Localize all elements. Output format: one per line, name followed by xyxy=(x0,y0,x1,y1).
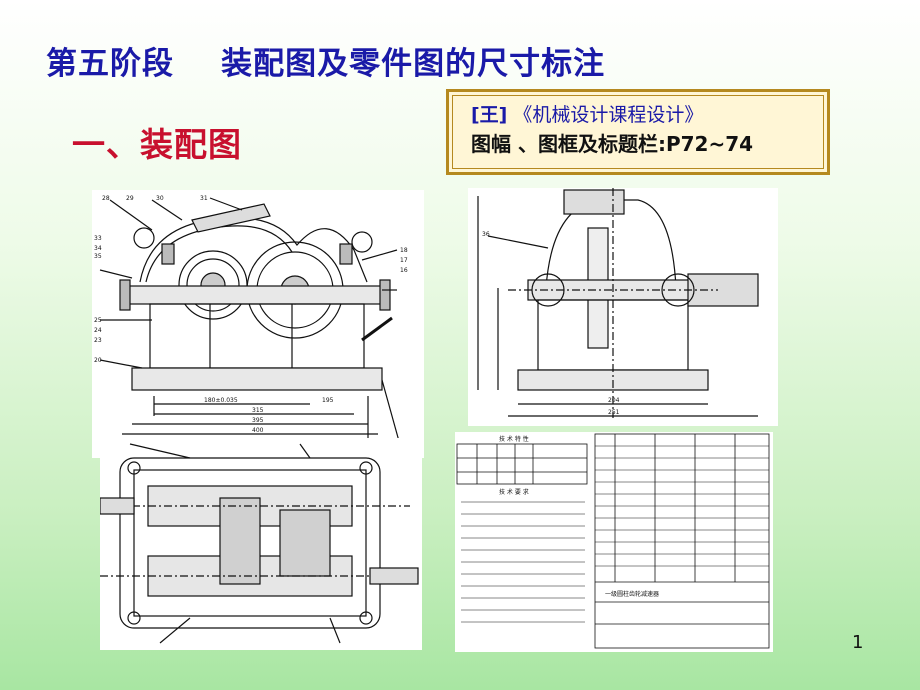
page-number: 1 xyxy=(852,632,864,653)
dim-395: 395 xyxy=(252,417,264,424)
reference-book: 《机械设计课程设计》 xyxy=(513,104,704,126)
svg-text:29: 29 xyxy=(126,195,134,202)
dim-204: 204 xyxy=(608,397,620,404)
svg-text:24: 24 xyxy=(94,327,102,334)
reference-pages: 图幅 、图框及标题栏:P72~74 xyxy=(471,132,754,156)
svg-text:18: 18 xyxy=(400,247,408,254)
svg-text:28: 28 xyxy=(102,195,110,202)
svg-text:34: 34 xyxy=(94,245,102,252)
svg-text:23: 23 xyxy=(94,337,102,344)
dim-315: 315 xyxy=(252,407,264,414)
svg-text:36: 36 xyxy=(482,231,490,238)
svg-text:17: 17 xyxy=(400,257,408,264)
svg-text:20: 20 xyxy=(94,357,102,364)
svg-text:35: 35 xyxy=(94,253,102,260)
dim-400: 400 xyxy=(252,427,264,434)
slide-title: 第五阶段 装配图及零件图的尺寸标注 xyxy=(46,46,606,82)
reference-inner-frame: [王] 《机械设计课程设计》 图幅 、图框及标题栏:P72~74 xyxy=(452,95,824,169)
svg-text:31: 31 xyxy=(200,195,208,202)
section-heading: 一、装配图 xyxy=(72,125,242,164)
svg-text:16: 16 xyxy=(400,267,408,274)
dim-251: 251 xyxy=(608,409,620,416)
tech-table-drawing: 技 术 特 性 技 术 要 求 一级圆柱齿轮减速器 xyxy=(455,432,773,652)
svg-text:30: 30 xyxy=(156,195,164,202)
dim-195a: 195 xyxy=(322,397,334,404)
reference-box: [王] 《机械设计课程设计》 图幅 、图框及标题栏:P72~74 xyxy=(446,89,830,175)
title-block-name: 一级圆柱齿轮减速器 xyxy=(605,590,659,598)
svg-text:25: 25 xyxy=(94,317,102,324)
side-view-drawing: 36 204 251 xyxy=(468,188,778,426)
reference-author: [王] xyxy=(471,104,508,126)
dim-center-distance: 180±0.035 xyxy=(204,397,238,404)
tech-spec-title: 技 术 特 性 xyxy=(499,435,529,443)
reference-citation: [王] 《机械设计课程设计》 xyxy=(471,100,823,130)
top-view-drawing xyxy=(100,438,422,650)
tech-req-title: 技 术 要 求 xyxy=(499,488,529,496)
svg-text:33: 33 xyxy=(94,235,102,242)
